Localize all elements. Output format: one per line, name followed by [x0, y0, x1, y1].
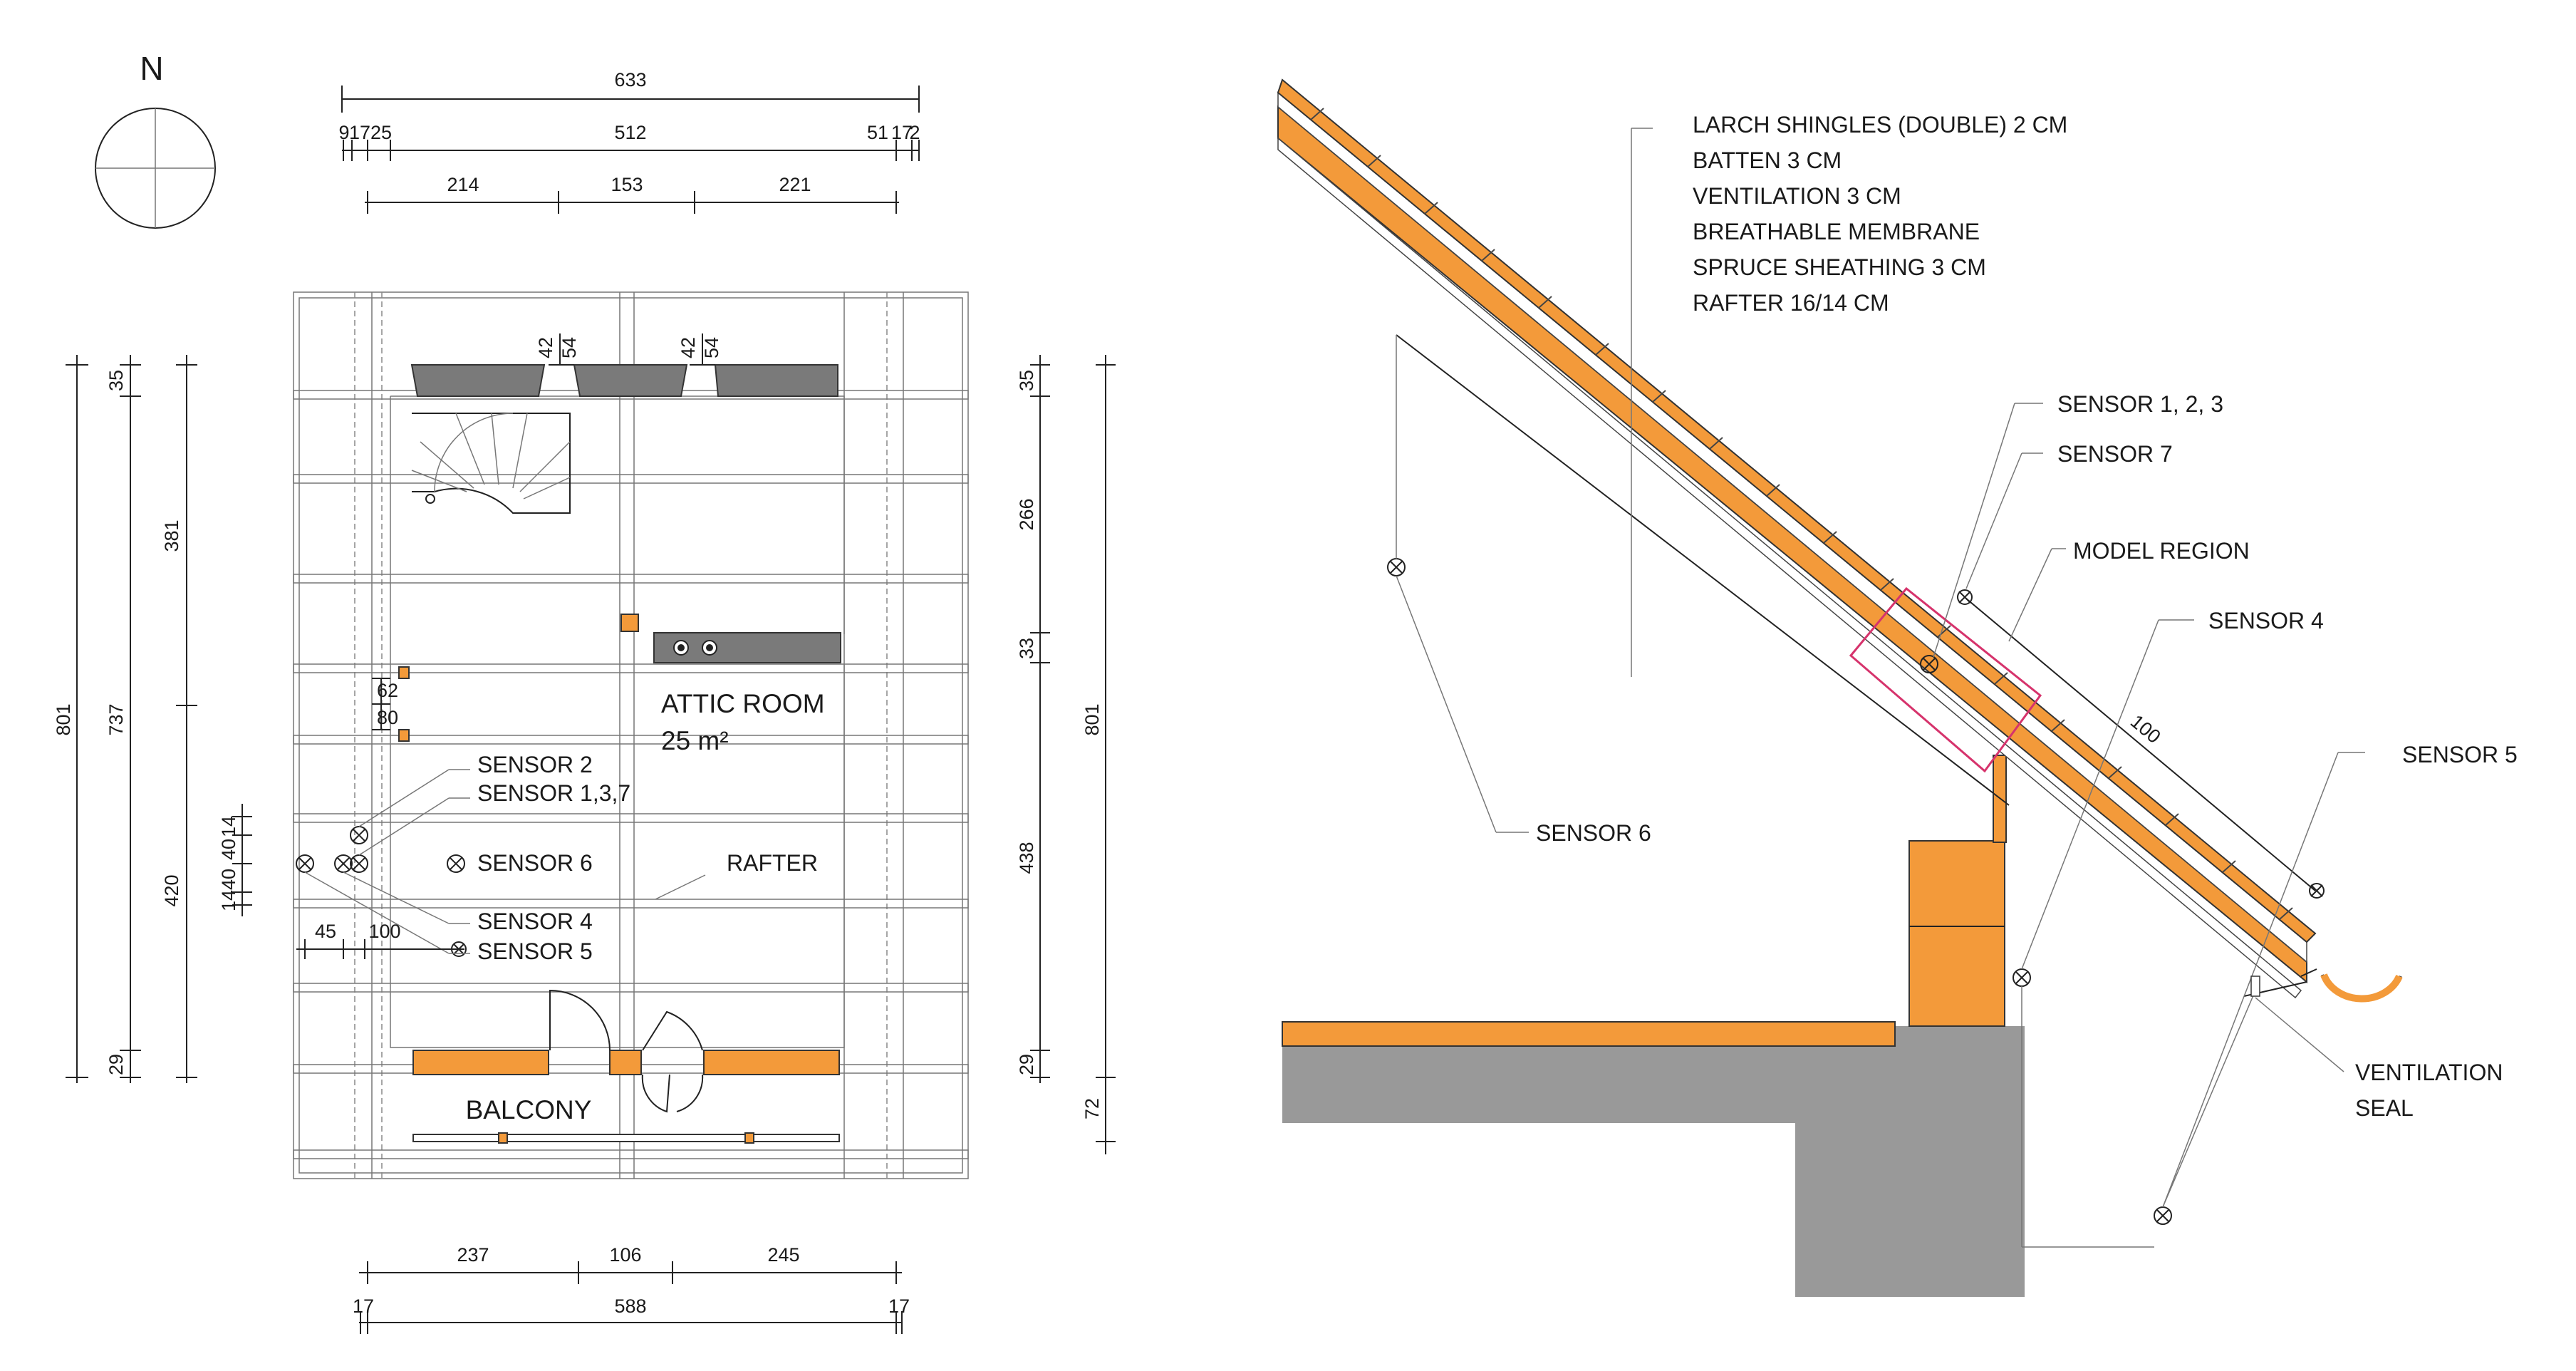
staircase [411, 413, 571, 514]
floor-layer [1282, 1021, 1896, 1047]
shingles-strip [1277, 78, 2317, 943]
section-sensor-6: SENSOR 6 [1536, 820, 1651, 846]
dim-top-25: 25 [370, 122, 392, 143]
layer-membrane: BREATHABLE MEMBRANE [1693, 219, 1980, 244]
dim-bottom-245: 245 [767, 1244, 799, 1266]
section-sensor-4: SENSOR 4 [2208, 608, 2324, 633]
column-marker [620, 614, 639, 632]
plan-sensor-4: SENSOR 4 [477, 909, 593, 934]
floor-plan: 42 54 42 54 62 [293, 291, 969, 1179]
room-area: 25 m² [661, 726, 729, 755]
dim-top-512: 512 [614, 122, 646, 143]
dim-top-153: 153 [611, 174, 643, 195]
plan-bottom-dimensions: 237 106 245 17 588 17 [353, 1244, 910, 1334]
dim-sensor-45: 45 [315, 921, 336, 942]
dim-door-80: 80 [377, 707, 398, 728]
section-seal-label: SEAL [2355, 1095, 2414, 1121]
dim-right-438: 438 [1016, 842, 1037, 874]
layer-shingles: LARCH SHINGLES (DOUBLE) 2 CM [1693, 112, 2067, 138]
layer-sheathing: SPRUCE SHEATHING 3 CM [1693, 254, 1986, 280]
dim-top-17a: 17 [349, 122, 370, 143]
plan-sensor-1-3-7: SENSOR 1,3,7 [477, 780, 630, 806]
dim-bottom-588: 588 [614, 1295, 646, 1317]
dim-bottom-237: 237 [457, 1244, 489, 1266]
layer-rafter: RAFTER 16/14 CM [1693, 290, 1889, 316]
section-dim-100: 100 [2126, 710, 2165, 747]
dim-left-737: 737 [105, 703, 127, 735]
section-sensor-7: SENSOR 7 [2057, 441, 2173, 467]
dim-top-9: 9 [338, 122, 349, 143]
plan-sensor-5: SENSOR 5 [477, 938, 593, 964]
dim-bottom-17a: 17 [353, 1295, 374, 1317]
section-sensor-5: SENSOR 5 [2402, 742, 2518, 767]
layer-list: LARCH SHINGLES (DOUBLE) 2 CM BATTEN 3 CM… [1693, 112, 2067, 316]
dim-right-266: 266 [1016, 498, 1037, 530]
plan-sensor-2: SENSOR 2 [477, 752, 593, 777]
dim-left-801: 801 [53, 703, 74, 735]
dim-right-33: 33 [1016, 638, 1037, 659]
dim-top-221: 221 [779, 174, 811, 195]
north-wall-windows: 42 54 42 54 [410, 333, 838, 397]
dim-window-54b: 54 [701, 337, 722, 358]
dim-left-381: 381 [161, 519, 182, 552]
dim-top-51: 51 [867, 122, 888, 143]
dim-sensor-100: 100 [368, 921, 400, 942]
north-label: N [140, 50, 163, 87]
plan-sensor-6: SENSOR 6 [477, 850, 593, 876]
dim-top-214: 214 [447, 174, 479, 195]
rafters [293, 390, 969, 1159]
section-ventilation-label: VENTILATION [2355, 1060, 2503, 1085]
dim-left-40a: 40 [218, 839, 239, 860]
balcony-label: BALCONY [466, 1095, 592, 1124]
dim-left-14b: 14 [218, 890, 239, 911]
dim-right-72: 72 [1081, 1098, 1103, 1119]
dim-left-40b: 40 [218, 869, 239, 890]
dim-left-35: 35 [105, 370, 127, 391]
dim-window-42a: 42 [535, 337, 556, 358]
plan-right-dimensions: 35 266 33 438 29 801 72 [1016, 355, 1116, 1154]
plan-left-dimensions: 801 737 35 29 381 420 14 40 40 14 [53, 355, 252, 1083]
balcony-rail [412, 1134, 840, 1142]
dim-window-42b: 42 [677, 337, 699, 358]
dim-overall-top: 633 [614, 69, 646, 90]
layer-ventilation: VENTILATION 3 CM [1693, 183, 1901, 209]
plan-rafter-label: RAFTER [727, 850, 818, 876]
plan-sensors [296, 769, 706, 957]
dim-right-801: 801 [1081, 703, 1103, 735]
plan-top-dimensions: 633 9 17 25 512 51 17 2 214 153 221 [338, 69, 920, 214]
shingle-pattern [1310, 108, 2293, 920]
dim-right-35: 35 [1016, 370, 1037, 391]
concrete-wall [1795, 1026, 2025, 1297]
timber-wall [1908, 840, 2005, 1027]
dim-bottom-106: 106 [609, 1244, 641, 1266]
model-region-box [1849, 586, 2042, 773]
layer-batten: BATTEN 3 CM [1693, 148, 1842, 173]
balcony-wall [412, 989, 840, 1113]
dim-bottom-17b: 17 [888, 1295, 910, 1317]
dim-top-2: 2 [909, 122, 920, 143]
dim-left-420: 420 [161, 874, 182, 906]
dim-left-29: 29 [105, 1054, 127, 1075]
north-compass: N [95, 50, 216, 229]
dim-left-14a: 14 [218, 816, 239, 837]
section-sensor-1-2-3: SENSOR 1, 2, 3 [2057, 391, 2223, 417]
section-model-region: MODEL REGION [2073, 538, 2250, 564]
dim-top-17b: 17 [891, 122, 913, 143]
dim-right-29: 29 [1016, 1054, 1037, 1075]
room-name: ATTIC ROOM [661, 689, 825, 718]
dim-window-54a: 54 [559, 337, 580, 358]
dim-door-62: 62 [377, 680, 398, 701]
